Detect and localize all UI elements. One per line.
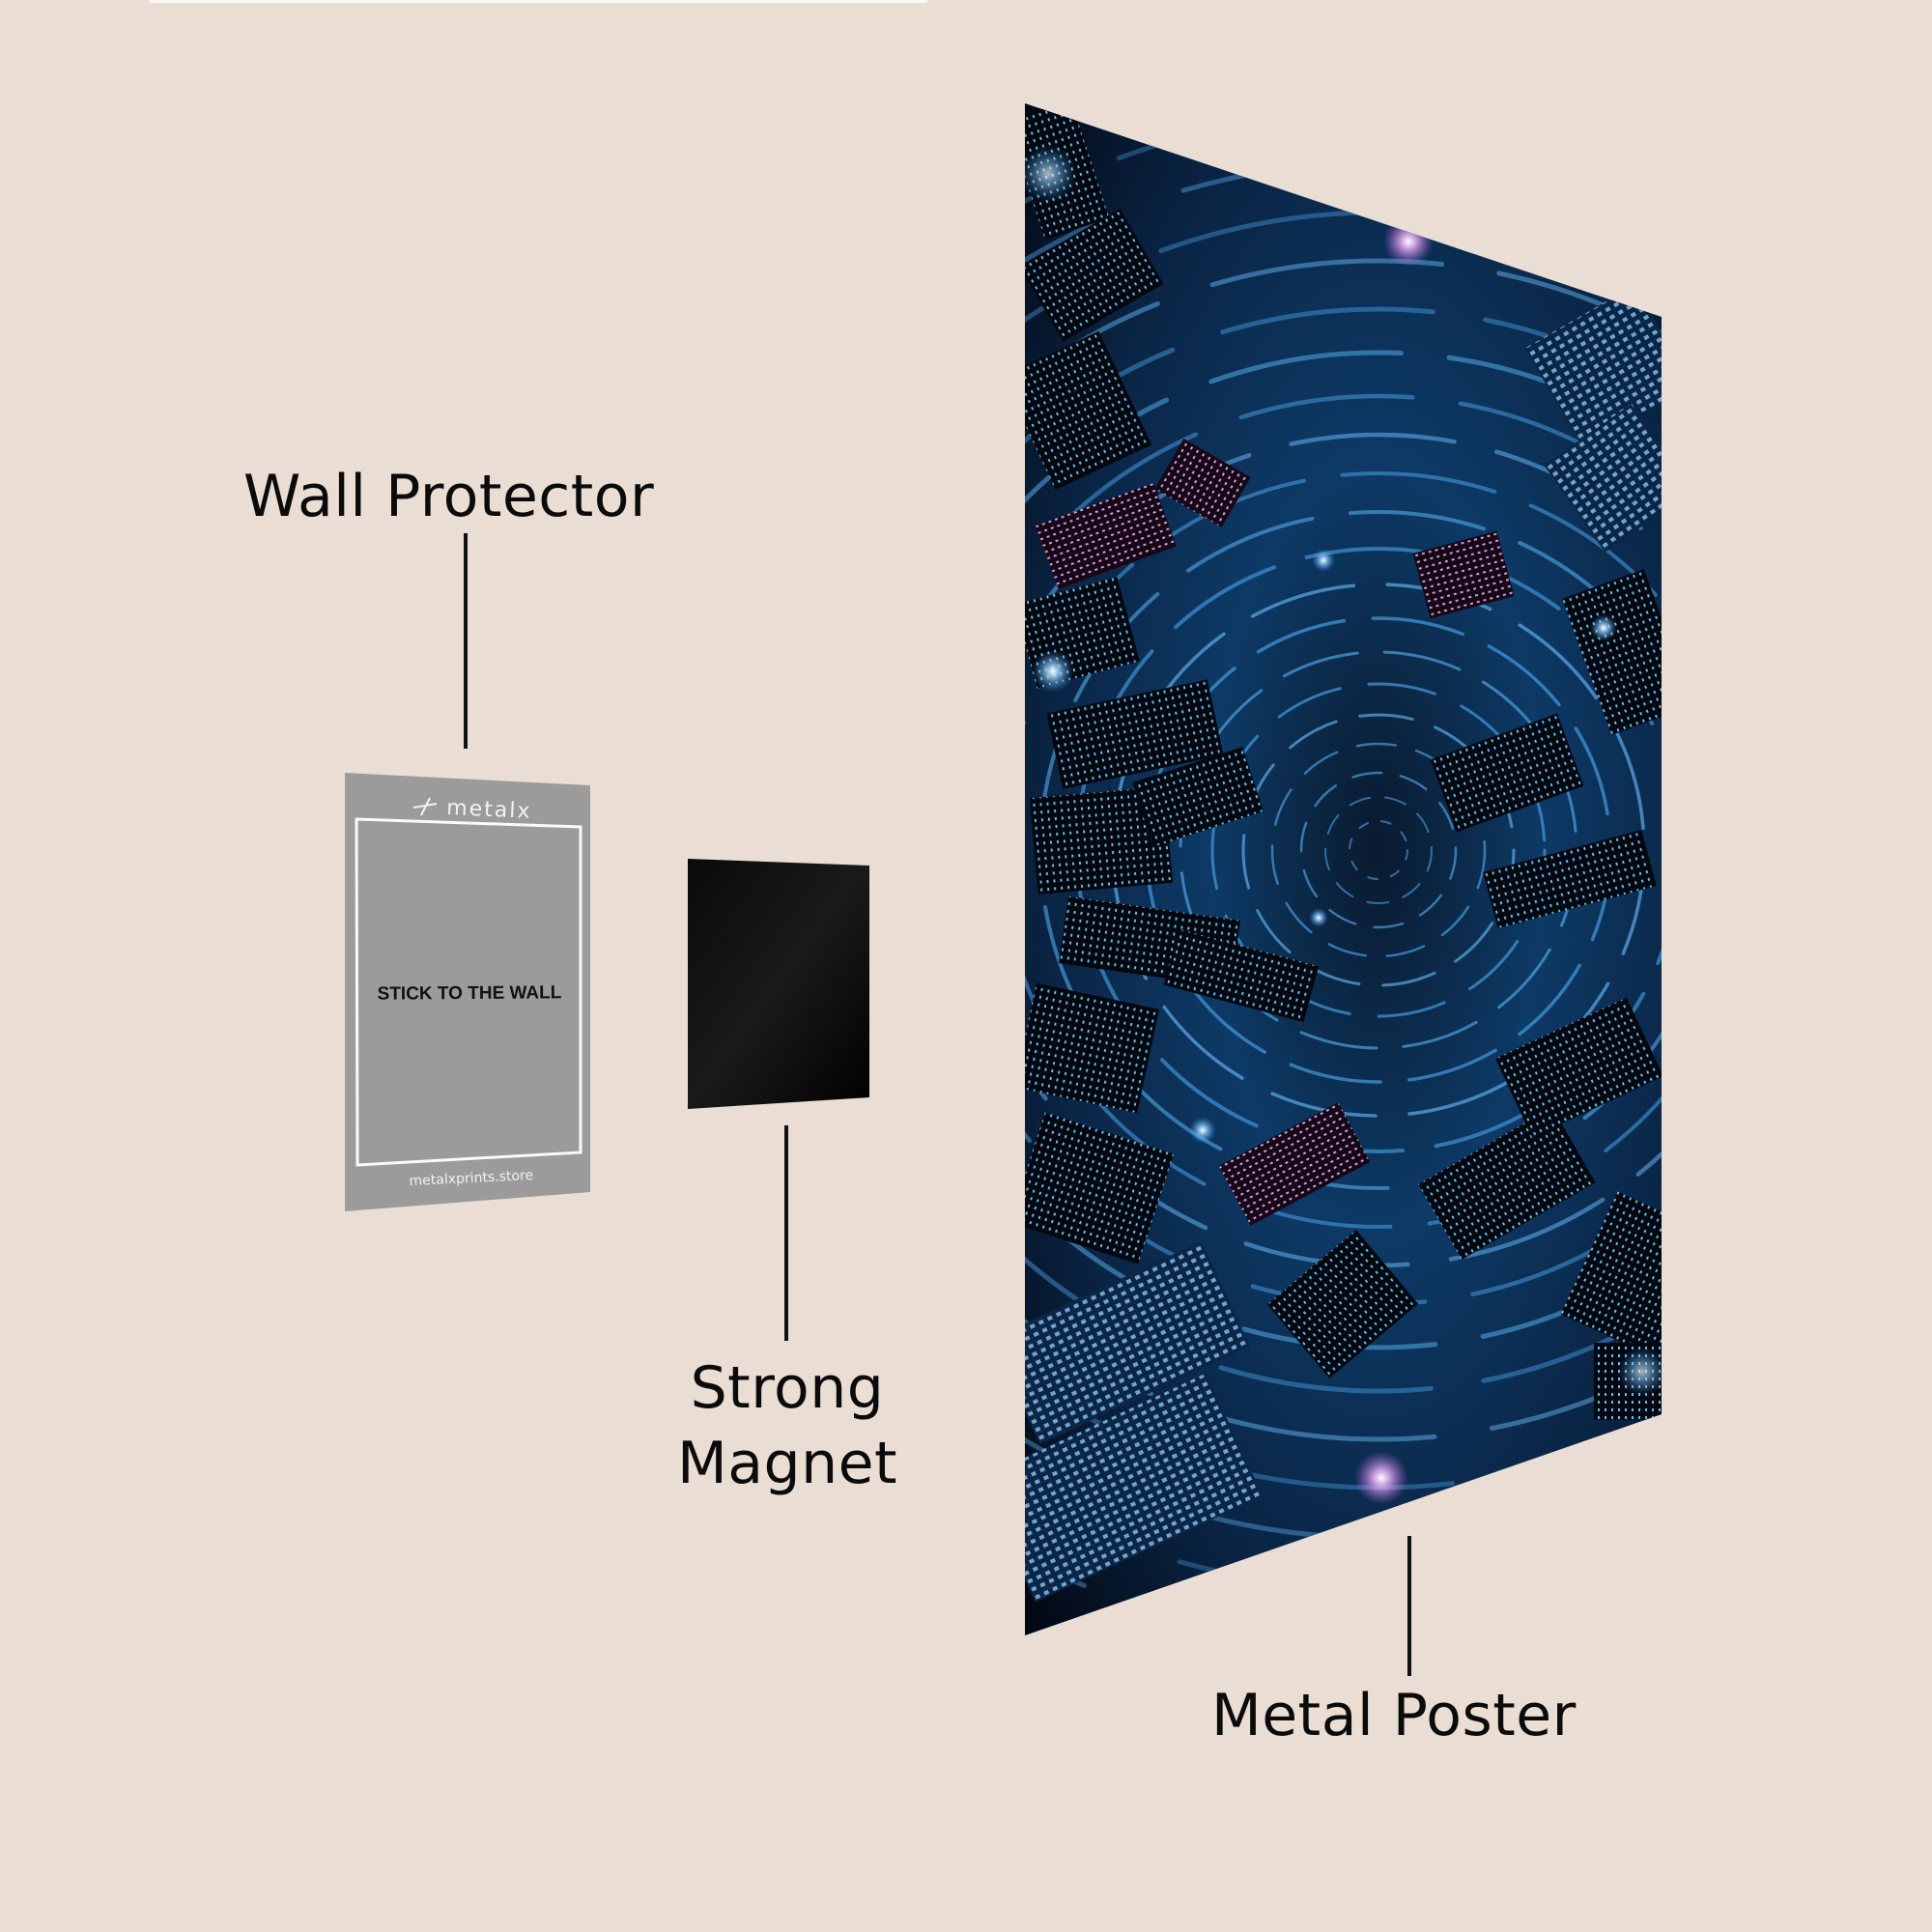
strong-magnet-label-line2: Magnet [676,1430,898,1497]
metal-poster-label: Metal Poster [1211,1682,1577,1749]
wall-protector-card: metalx STICK TO THE WALL metalxprints.st… [345,773,590,1211]
strong-magnet-label: Strong Magnet [657,1350,918,1501]
wall-protector-connector-line [464,533,468,749]
top-edge-strip [150,0,927,3]
website-text: metalxprints.store [409,1168,533,1189]
strong-magnet-plate [688,859,869,1109]
wall-protector-label: Wall Protector [243,463,655,530]
metal-poster-image [1025,103,1662,1635]
stick-to-wall-text: STICK TO THE WALL [378,982,562,1004]
brand-name: metalx [446,796,532,824]
metalx-logo-icon [412,797,438,816]
metal-poster-connector-line [1407,1536,1411,1676]
strong-magnet-connector-line [784,1125,788,1341]
light-flares [1025,145,1662,1505]
strong-magnet-label-line1: Strong [690,1354,885,1422]
